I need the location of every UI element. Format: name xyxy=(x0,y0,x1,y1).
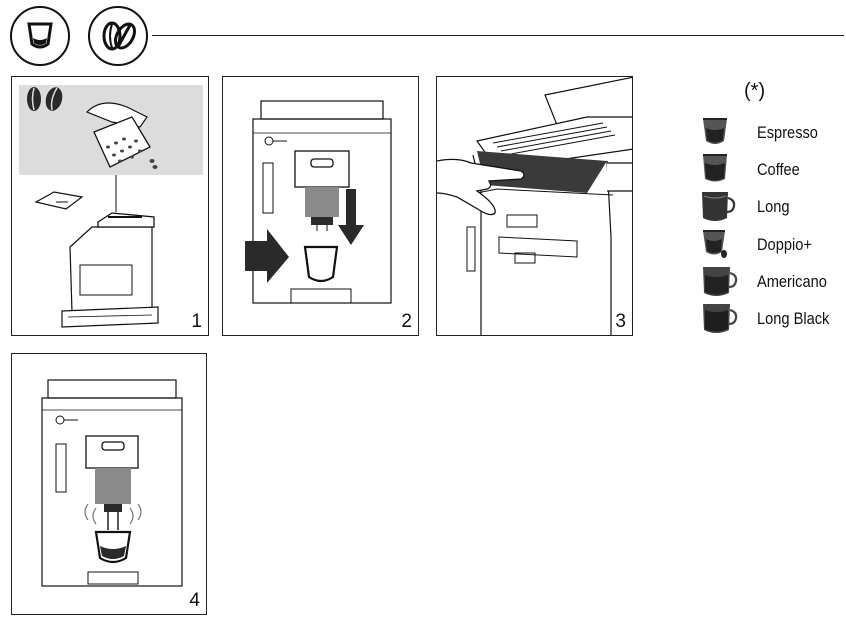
beans-icon xyxy=(27,87,63,111)
legend-footnote-marker: (*) xyxy=(744,80,766,102)
brewing-illustration xyxy=(41,379,183,587)
doppio-cup-icon xyxy=(703,230,727,258)
beverage-label: Doppio+ xyxy=(757,235,812,254)
step-1-number: 1 xyxy=(191,311,202,332)
beverage-coffee: Coffee xyxy=(700,153,846,187)
long-cup-icon xyxy=(702,192,736,221)
beverage-long: Long xyxy=(700,190,846,224)
step-1-panel: 1 xyxy=(11,76,209,336)
beverage-label: Long Black xyxy=(757,309,830,328)
step-4-panel: 4 xyxy=(11,353,207,615)
espresso-cup-icon xyxy=(703,118,727,144)
touch-panel-illustration xyxy=(437,77,632,335)
beverage-label: Espresso xyxy=(757,123,818,142)
step-3-number: 3 xyxy=(615,311,626,332)
insert-brew-unit-illustration xyxy=(245,100,392,304)
beverage-espresso: Espresso xyxy=(700,116,846,150)
coffee-cup-icon xyxy=(703,154,727,182)
step-2-number: 2 xyxy=(401,311,412,332)
long-black-cup-icon xyxy=(703,304,738,333)
beverage-americano: Americano xyxy=(700,265,846,299)
beverage-long-black: Long Black xyxy=(700,302,846,336)
beverage-doppio: Doppio+ xyxy=(700,228,846,262)
step-4-number: 4 xyxy=(189,590,200,611)
beverage-label: Americano xyxy=(757,272,827,291)
coffee-beans-icon xyxy=(88,6,148,66)
cup-icon xyxy=(10,6,70,66)
fill-beans-illustration xyxy=(19,85,203,328)
step-3-panel: 3 xyxy=(436,76,633,336)
step-2-panel: 2 xyxy=(222,76,419,336)
americano-cup-icon xyxy=(703,267,738,296)
beverage-label: Long xyxy=(757,197,790,216)
beverage-label: Coffee xyxy=(757,160,800,179)
header-rule xyxy=(152,35,844,36)
